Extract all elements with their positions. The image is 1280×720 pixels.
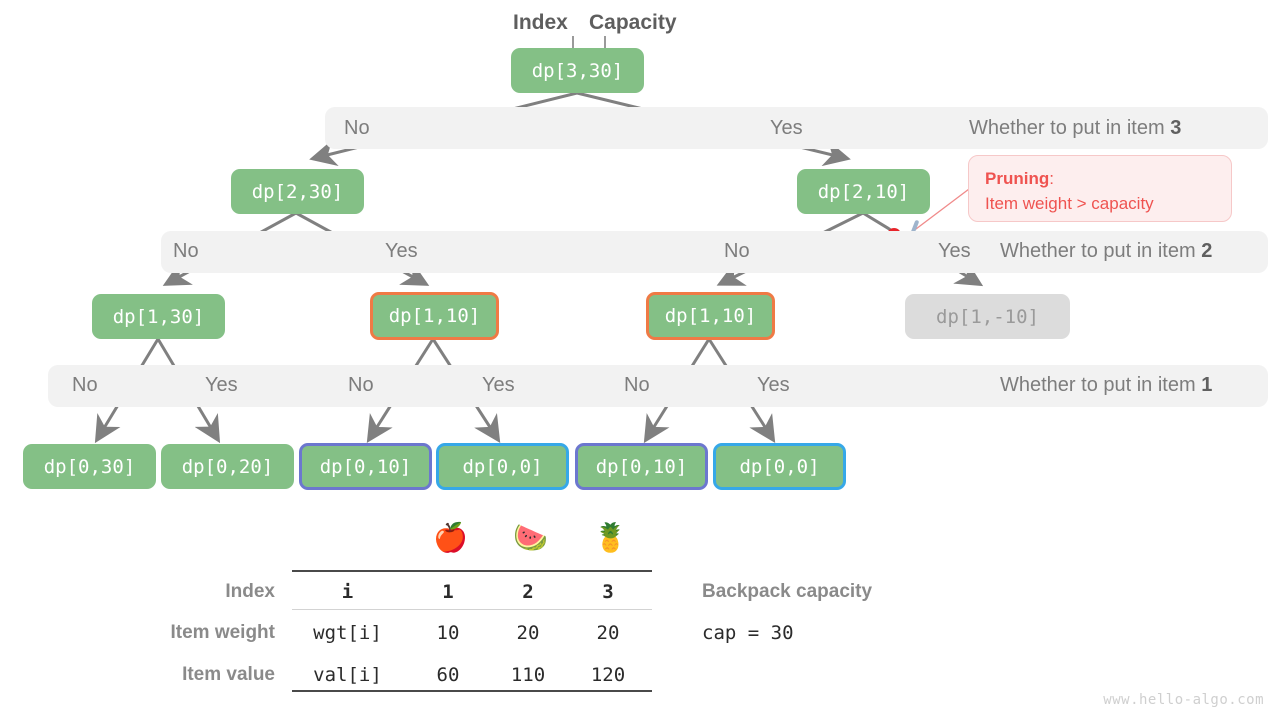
node-dp-1-30[interactable]: dp[1,30] xyxy=(92,294,225,339)
band3-question: Whether to put in item 3 xyxy=(969,118,1181,138)
node-dp-0-20[interactable]: dp[0,20] xyxy=(161,444,294,489)
table-weight-col-3: 20 xyxy=(596,622,620,644)
pruning-colon: : xyxy=(1049,169,1054,188)
decision-band-item2 xyxy=(161,231,1268,273)
node-dp-0-10-right[interactable]: dp[0,10] xyxy=(575,443,708,490)
table-rule-bottom xyxy=(292,690,652,692)
table-rule-mid xyxy=(292,609,652,610)
table-value-col-3: 120 xyxy=(590,664,626,686)
band2-choice-yes-2: Yes xyxy=(938,240,971,262)
node-dp-0-0-right[interactable]: dp[0,0] xyxy=(713,443,846,490)
band1-choice-yes-3: Yes xyxy=(757,374,790,396)
band2-choice-no-1: No xyxy=(173,240,199,262)
node-dp-1-10-left[interactable]: dp[1,10] xyxy=(370,292,499,340)
band1-question-text: Whether to put in item xyxy=(1000,374,1202,396)
pruning-reason: Item weight > capacity xyxy=(985,194,1154,213)
table-rowlabel-index: Index xyxy=(225,581,275,602)
backpack-capacity-label: Backpack capacity xyxy=(702,581,873,602)
table-header-col-1: 1 xyxy=(442,581,454,603)
header-capacity: Capacity xyxy=(589,11,677,34)
band3-item-number: 3 xyxy=(1170,117,1182,139)
pruning-callout: Pruning: Item weight > capacity xyxy=(968,155,1232,222)
item-emoji-apple: 🍎 xyxy=(433,522,468,553)
node-dp-0-0-left[interactable]: dp[0,0] xyxy=(436,443,569,490)
band1-choice-no-1: No xyxy=(72,374,98,396)
band1-choice-yes-1: Yes xyxy=(205,374,238,396)
node-dp-2-10[interactable]: dp[2,10] xyxy=(797,169,930,214)
node-dp-1-neg10: dp[1,-10] xyxy=(905,294,1070,339)
header-index: Index xyxy=(513,11,568,34)
table-rowlabel-item-weight: Item weight xyxy=(170,622,275,643)
band1-question: Whether to put in item 1 xyxy=(1000,375,1212,395)
band2-question: Whether to put in item 2 xyxy=(1000,241,1212,261)
node-dp-1-10-right[interactable]: dp[1,10] xyxy=(646,292,775,340)
table-rowlabel-item-value: Item value xyxy=(182,664,275,685)
table-header-col-3: 3 xyxy=(602,581,614,603)
band2-choice-no-2: No xyxy=(724,240,750,262)
band3-choice-yes: Yes xyxy=(770,117,803,139)
band1-choice-no-3: No xyxy=(624,374,650,396)
table-rule-top xyxy=(292,570,652,572)
band2-question-text: Whether to put in item xyxy=(1000,240,1202,262)
node-dp-3-30[interactable]: dp[3,30] xyxy=(511,48,644,93)
table-value-col-1: 60 xyxy=(436,664,460,686)
band1-item-number: 1 xyxy=(1201,374,1213,396)
band1-choice-no-2: No xyxy=(348,374,374,396)
table-cell-wgt: wgt[i] xyxy=(313,622,382,644)
item-emoji-pineapple: 🍍 xyxy=(593,522,628,553)
decision-band-item1 xyxy=(48,365,1268,407)
node-dp-2-30[interactable]: dp[2,30] xyxy=(231,169,364,214)
node-dp-0-30[interactable]: dp[0,30] xyxy=(23,444,156,489)
table-cell-val: val[i] xyxy=(313,664,382,686)
pruning-title-line: Pruning: xyxy=(985,166,1217,191)
watermark: www.hello-algo.com xyxy=(1103,692,1264,708)
band2-choice-yes-1: Yes xyxy=(385,240,418,262)
item-emoji-watermelon: 🍉 xyxy=(513,522,548,553)
table-header-col-2: 2 xyxy=(522,581,534,603)
table-cell-i: i xyxy=(341,581,354,603)
band3-question-text: Whether to put in item xyxy=(969,117,1171,139)
table-value-col-2: 110 xyxy=(510,664,546,686)
table-weight-col-1: 10 xyxy=(436,622,460,644)
table-weight-col-2: 20 xyxy=(516,622,540,644)
node-dp-0-10-left[interactable]: dp[0,10] xyxy=(299,443,432,490)
band1-choice-yes-2: Yes xyxy=(482,374,515,396)
band3-choice-no: No xyxy=(344,117,370,139)
decision-band-item3 xyxy=(325,107,1268,149)
backpack-capacity-value: cap = 30 xyxy=(702,622,794,644)
band2-item-number: 2 xyxy=(1201,240,1213,262)
pruning-title: Pruning xyxy=(985,169,1050,188)
